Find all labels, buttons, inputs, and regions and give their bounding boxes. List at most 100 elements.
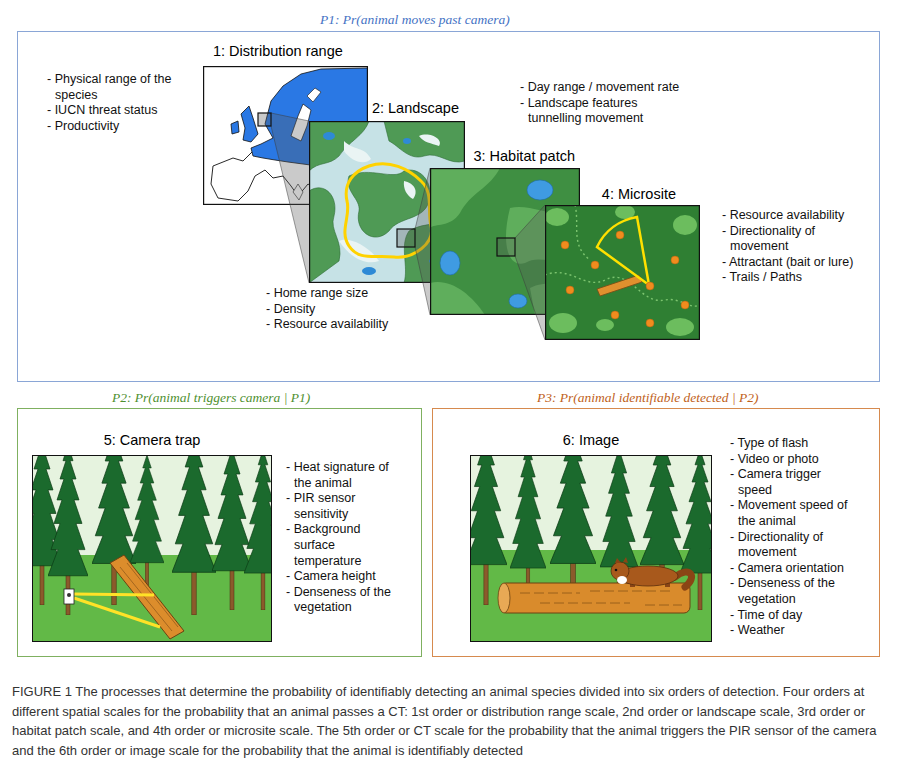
europe-map — [241, 106, 258, 142]
factor-item: - Resource availability — [266, 317, 411, 333]
scale-box: 5: Camera trap — [32, 428, 272, 642]
microsite-map — [646, 319, 654, 327]
microsite-map — [673, 215, 697, 235]
factor-list: - Day range / movement rate- Landscape f… — [520, 80, 688, 127]
factor-item: - Directionality of movement — [722, 224, 865, 255]
panel-title: P1: Pr(animal moves past camera) — [318, 10, 512, 28]
zoom-square — [397, 229, 415, 247]
scale-heading: 4: Microsite — [545, 185, 700, 203]
camera-trap-scene — [244, 455, 272, 610]
zoom-wedge-line — [515, 256, 545, 340]
microsite-map — [545, 205, 697, 336]
zoom-wedge-line — [415, 168, 430, 229]
scale-box: 3: Habitat patch — [430, 145, 580, 315]
habitat-map — [527, 180, 553, 200]
factor-item: - Resource availability — [722, 208, 865, 224]
factor-item: - Movement speed of the animal — [730, 498, 852, 529]
microsite-map — [596, 319, 614, 331]
scale-heading-text: 5: Camera trap — [104, 432, 201, 448]
landscape-map — [309, 121, 369, 171]
scale-heading-text: 1: Distribution range — [213, 43, 343, 59]
landscape-map — [339, 134, 440, 262]
factor-item: - Denseness of the vegetation — [286, 585, 398, 616]
factor-list: - Type of flash- Video or photo- Camera … — [730, 436, 852, 639]
factor-item: - Background surface temperature — [286, 522, 398, 569]
scale-box: 6: Image — [470, 428, 712, 642]
scale-heading: 6: Image — [470, 431, 712, 449]
panel-box: P2: Pr(animal triggers camera | P1) - Hea… — [17, 388, 422, 657]
factor-list: - Physical range of the species- IUCN th… — [47, 72, 192, 134]
landscape-map — [404, 181, 416, 199]
factor-item: - Physical range of the species — [47, 72, 192, 103]
image-scene — [617, 576, 627, 584]
factor-item: - Day range / movement rate — [520, 80, 688, 96]
scale-heading-text: 6: Image — [563, 432, 619, 448]
camera-trap-scene — [74, 594, 154, 595]
landscape-map — [339, 240, 379, 263]
microsite-map — [646, 282, 654, 290]
factor-item: - PIR sensor sensitivity — [286, 491, 398, 522]
factor-item: - Directionality of movement — [730, 530, 852, 561]
factor-item: - Time of day — [730, 608, 852, 624]
factor-item: - IUCN threat status — [47, 103, 192, 119]
scale-heading: 2: Landscape — [309, 99, 465, 117]
figure-caption-text: FIGURE 1 The processes that determine th… — [12, 684, 876, 758]
landscape-map — [309, 188, 340, 283]
microsite-map — [545, 205, 700, 340]
landscape-map — [362, 267, 376, 275]
panel-title: P3: Pr(animal identifiable detected | P2… — [535, 388, 761, 406]
factor-item: - Productivity — [47, 119, 192, 135]
camera-trap-scene — [172, 455, 216, 615]
europe-map — [291, 104, 311, 141]
factor-item: - Camera trigger speed — [730, 467, 852, 498]
image-scene — [471, 456, 712, 642]
europe-map — [293, 184, 303, 200]
microsite-map — [575, 205, 590, 260]
microsite-map — [681, 301, 689, 309]
zoom-square — [258, 113, 271, 126]
zoom-wedge-line — [271, 126, 309, 283]
microsite-map — [561, 231, 689, 327]
camera-trap-scene — [67, 593, 71, 597]
camera-trap-scene — [212, 455, 252, 610]
habitat-map — [430, 282, 485, 315]
image-scene — [498, 583, 510, 613]
microsite-map — [671, 256, 679, 264]
microsite-map — [545, 205, 700, 340]
scale-heading-text: 3: Habitat patch — [473, 148, 575, 164]
zoom-wedge-line — [515, 205, 545, 238]
image-scene — [470, 455, 712, 642]
microsite-map — [666, 318, 694, 336]
landscape-map — [419, 134, 440, 146]
camera-trap-scene — [32, 455, 272, 642]
factor-item: - Landscape features tunnelling movement — [520, 96, 688, 127]
panel-title-text: P1: Pr(animal moves past camera) — [320, 12, 510, 27]
microsite-map — [545, 273, 700, 307]
scale-heading: 3: Habitat patch — [430, 147, 580, 165]
europe-map — [231, 121, 239, 134]
panel-box: P3: Pr(animal identifiable detected | P2… — [432, 388, 880, 657]
habitat-map — [509, 294, 527, 308]
camera-trap-scene — [64, 589, 74, 604]
factor-item: - Heat signature of the animal — [286, 460, 398, 491]
camera-trap-scene — [110, 555, 184, 639]
factor-item: - Trails / Paths — [722, 270, 865, 286]
image-scene — [520, 591, 682, 605]
factor-item: - Denseness of the vegetation — [730, 576, 852, 607]
microsite-map — [611, 311, 619, 319]
zoom-wedge-line — [415, 247, 430, 315]
zoom-square — [497, 238, 515, 256]
factor-item: - Weather — [730, 623, 852, 639]
microsite-map — [597, 275, 642, 296]
factor-item: - Density — [266, 302, 411, 318]
factor-item: - Attractant (bait or lure) — [722, 255, 865, 271]
camera-trap-scene — [74, 598, 160, 627]
scale-box: 4: Microsite — [545, 183, 700, 340]
image-scene — [470, 455, 507, 605]
image-scene — [615, 569, 618, 572]
landscape-map — [384, 121, 465, 162]
habitat-map — [440, 251, 460, 275]
panel-title: P2: Pr(animal triggers camera | P1) — [110, 388, 312, 406]
camera-trap-scene — [32, 455, 272, 642]
